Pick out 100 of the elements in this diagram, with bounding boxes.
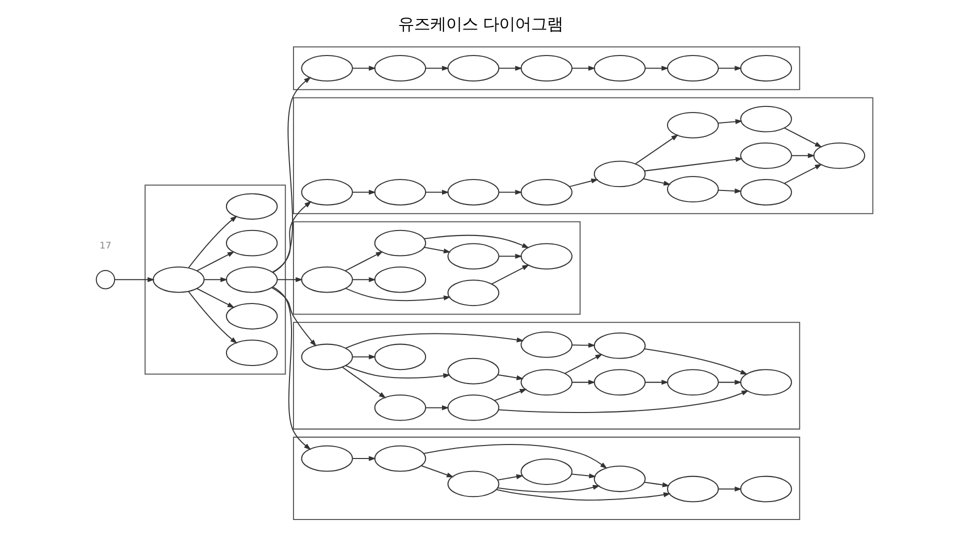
arrow xyxy=(271,287,316,347)
arrow xyxy=(494,388,526,401)
arrow xyxy=(718,380,742,385)
arrow xyxy=(196,288,234,308)
node-ellipse xyxy=(740,142,792,169)
node-ellipse xyxy=(300,445,352,472)
arrow xyxy=(277,277,302,282)
arrow xyxy=(425,405,449,410)
arrow xyxy=(634,134,678,164)
node-ellipse xyxy=(520,331,572,358)
node-ellipse xyxy=(152,266,204,293)
node-ellipse xyxy=(300,179,352,206)
node-ellipse xyxy=(520,458,572,485)
node-ellipse xyxy=(446,394,499,421)
node-ellipse xyxy=(520,55,572,82)
arrow xyxy=(425,190,449,195)
node-ellipse xyxy=(225,193,278,220)
node-ellipse xyxy=(666,476,718,502)
node-ellipse xyxy=(520,179,572,206)
node-ellipse xyxy=(374,344,426,370)
node-ellipse xyxy=(740,106,792,132)
arrow xyxy=(644,348,748,375)
arrow xyxy=(204,277,228,282)
node-ellipse xyxy=(446,243,499,270)
arrow xyxy=(644,156,742,172)
cluster xyxy=(292,221,580,315)
arrow xyxy=(196,251,234,272)
arrow xyxy=(498,190,522,195)
arrow xyxy=(498,66,522,71)
diagram-title: 유즈케이스 다이어그램 xyxy=(397,14,563,34)
node-ellipse xyxy=(446,358,499,384)
arrow xyxy=(644,66,668,71)
cluster xyxy=(144,184,286,375)
arrow xyxy=(352,354,376,360)
arrow xyxy=(784,127,822,148)
node-ellipse xyxy=(374,179,426,206)
arrow xyxy=(352,190,376,195)
arrow xyxy=(784,164,822,184)
arrow xyxy=(424,246,450,254)
node-ellipse xyxy=(225,340,278,366)
node-ellipse xyxy=(740,179,792,206)
cluster xyxy=(292,46,800,90)
arrow xyxy=(644,380,668,385)
arrow xyxy=(572,66,595,71)
node-ellipse xyxy=(593,369,646,396)
node-ellipse xyxy=(300,55,352,82)
arrow xyxy=(572,380,595,385)
arrow xyxy=(114,277,154,282)
arrow xyxy=(644,482,670,488)
node-ellipse xyxy=(666,176,718,202)
arrow xyxy=(569,178,598,188)
arrow xyxy=(272,201,312,273)
node-ellipse xyxy=(666,55,718,82)
node-ellipse xyxy=(374,394,426,421)
arrow xyxy=(424,234,529,248)
arrow xyxy=(718,66,742,71)
node-ellipse xyxy=(666,369,718,396)
arrow xyxy=(718,188,742,194)
arrow xyxy=(425,66,449,71)
arrow xyxy=(272,286,311,450)
node-ellipse xyxy=(374,266,426,293)
arrow xyxy=(490,264,529,284)
node-ellipse xyxy=(446,55,499,82)
arrow xyxy=(344,251,382,272)
node-ellipse xyxy=(593,466,646,492)
arrow xyxy=(717,119,742,124)
node-ellipse xyxy=(593,55,646,82)
node-ellipse xyxy=(666,112,718,138)
arrow xyxy=(345,365,450,378)
arrow xyxy=(352,66,376,71)
arrow xyxy=(272,76,311,273)
node-ellipse xyxy=(446,280,499,306)
arrow xyxy=(496,489,670,501)
arrow xyxy=(791,153,815,158)
cluster xyxy=(292,322,800,430)
node-ellipse xyxy=(520,369,572,396)
arrow xyxy=(497,474,523,480)
arrow xyxy=(342,366,386,398)
arrow xyxy=(352,456,376,462)
node-ellipse xyxy=(740,55,792,82)
arrow xyxy=(498,254,522,259)
arrow xyxy=(188,291,237,344)
node-ellipse xyxy=(446,179,499,206)
cluster xyxy=(292,97,873,214)
arrow xyxy=(564,354,602,374)
node-person xyxy=(95,270,115,290)
arrow xyxy=(420,465,454,478)
arrow xyxy=(498,374,524,380)
node-ellipse xyxy=(740,476,792,502)
node-ellipse xyxy=(374,55,426,82)
node-ellipse xyxy=(300,344,352,370)
arrow xyxy=(188,216,237,268)
arrow xyxy=(571,473,596,478)
arrow xyxy=(572,342,595,348)
arrow xyxy=(345,288,450,302)
arrow xyxy=(345,333,524,349)
arrow xyxy=(498,390,748,413)
arrow xyxy=(422,444,607,469)
arrow xyxy=(352,277,376,282)
label: 17 xyxy=(99,241,111,252)
